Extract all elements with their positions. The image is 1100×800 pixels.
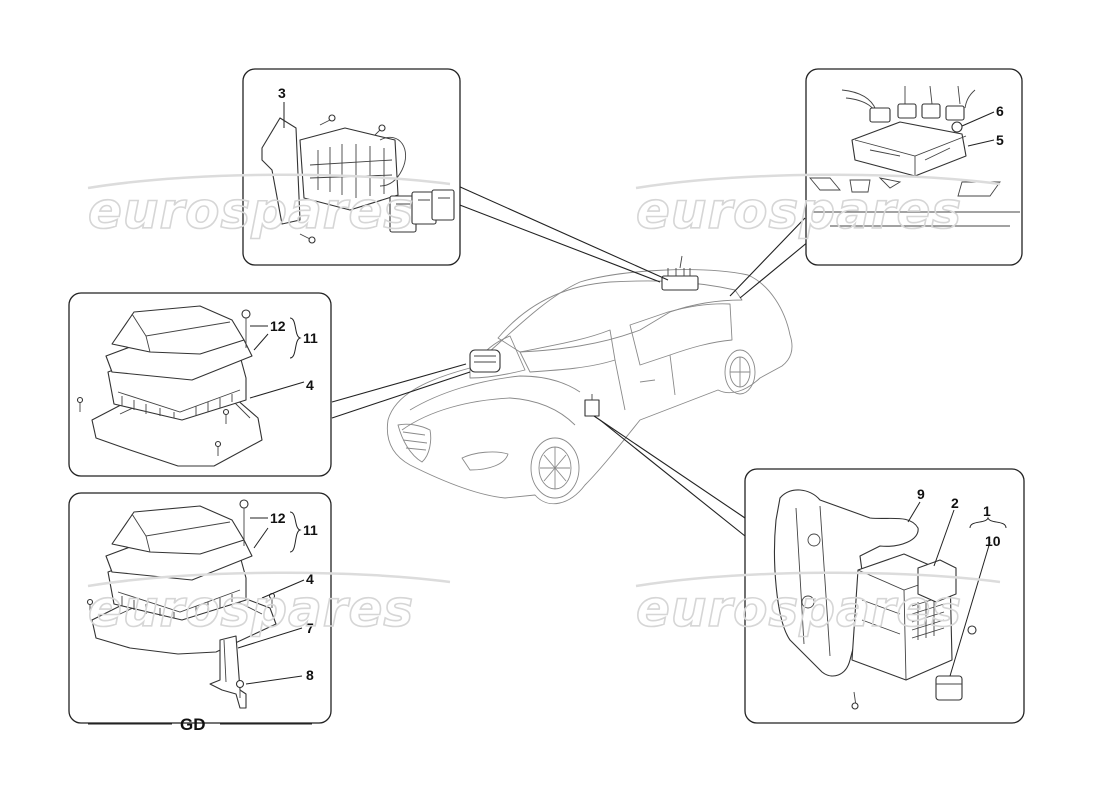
panel-bottom-left: 12 11 4 7 8 GD [68,492,332,734]
panel-bottom-right: 9 2 1 10 [744,468,1025,724]
panel-top-left: 3 [242,68,461,266]
label-9: 9 [917,486,925,502]
label-11: 11 [303,522,318,538]
panel-top-right: 6 5 [805,68,1023,266]
car-illustration [386,255,793,505]
label-10: 10 [985,533,1001,549]
label-8: 8 [306,667,314,683]
watermarks: eurospares eurospares eurospares eurospa… [87,173,1001,639]
label-6: 6 [996,103,1004,119]
label-7: 7 [306,620,314,636]
label-5: 5 [996,132,1004,148]
label-3: 3 [278,85,286,101]
label-11: 11 [303,330,318,346]
panel-mid-left: 12 11 4 [68,292,332,477]
watermark-eurospares: eurospares [636,182,962,240]
label-12: 12 [270,318,286,334]
variant-label-gd: GD [180,715,206,734]
callout-lines [331,185,821,541]
watermark-eurospares: eurospares [88,182,414,240]
watermark-eurospares: eurospares [88,580,414,638]
label-4: 4 [306,571,314,587]
label-12: 12 [270,510,286,526]
label-2: 2 [951,495,959,511]
label-4: 4 [306,377,314,393]
watermark-eurospares: eurospares [636,580,962,638]
label-1: 1 [983,503,991,519]
